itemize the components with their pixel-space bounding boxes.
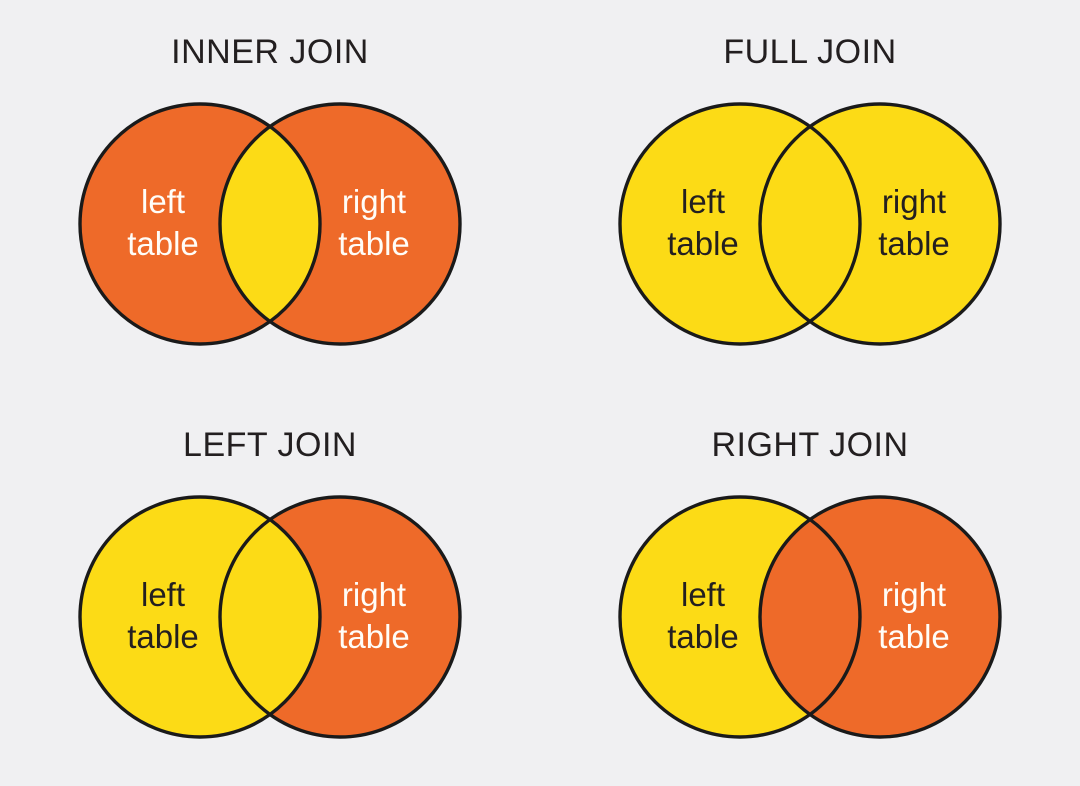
left-table-label-line2: table	[127, 618, 199, 655]
left-join-venn: left table right table	[78, 495, 462, 739]
right-table-label-line2: table	[878, 225, 950, 262]
join-overlap-region	[760, 497, 860, 737]
right-table-label-line2: table	[338, 618, 410, 655]
left-join-panel: LEFT JOIN left table right table	[0, 393, 540, 786]
panel-title: FULL JOIN	[723, 33, 897, 71]
right-table-label-line1: right	[342, 576, 406, 613]
left-table-label-line2: table	[667, 618, 739, 655]
right-table-label-line2: table	[338, 225, 410, 262]
full-join-panel: FULL JOIN left table right table	[540, 0, 1080, 393]
right-circle-outline	[758, 102, 1002, 346]
right-join-panel: RIGHT JOIN left table right table	[540, 393, 1080, 786]
right-circle-outline	[758, 495, 1002, 739]
right-circle-outline	[218, 495, 462, 739]
left-circle-outline	[78, 495, 322, 739]
right-table-label-line1: right	[882, 183, 946, 220]
join-overlap-region	[220, 104, 320, 344]
panel-title: RIGHT JOIN	[711, 426, 909, 464]
right-table-label-line1: right	[342, 183, 406, 220]
inner-join-venn: left table right table	[78, 102, 462, 346]
right-circle-outline	[218, 102, 462, 346]
inner-join-panel: INNER JOIN left table right table	[0, 0, 540, 393]
left-table-label-line1: left	[681, 183, 725, 220]
join-overlap-region	[760, 104, 860, 344]
left-table-label-line1: left	[141, 576, 185, 613]
right-table-label-line1: right	[882, 576, 946, 613]
left-table-label-line1: left	[681, 576, 725, 613]
join-overlap-region	[220, 497, 320, 737]
full-join-venn: left table right table	[618, 102, 1002, 346]
panel-title: LEFT JOIN	[183, 426, 357, 464]
right-table-label-line2: table	[878, 618, 950, 655]
right-join-venn: left table right table	[618, 495, 1002, 739]
left-table-label-line2: table	[127, 225, 199, 262]
left-table-label-line1: left	[141, 183, 185, 220]
left-circle-outline	[78, 102, 322, 346]
left-table-label-line2: table	[667, 225, 739, 262]
left-circle-outline	[618, 102, 862, 346]
left-circle-outline	[618, 495, 862, 739]
panel-title: INNER JOIN	[171, 33, 369, 71]
